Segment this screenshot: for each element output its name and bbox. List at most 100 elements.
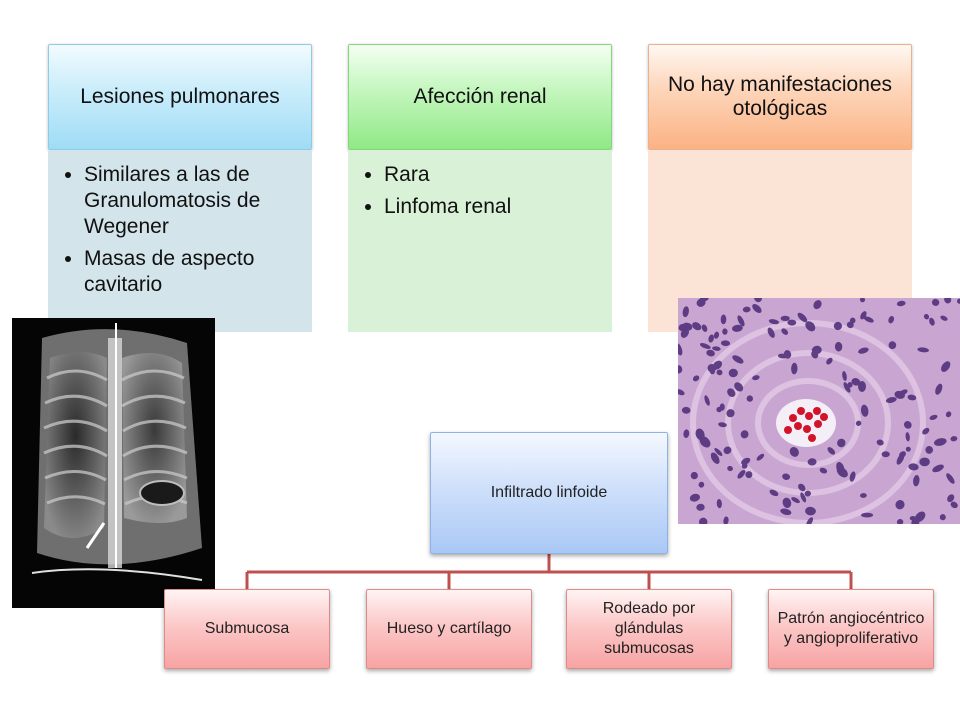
lung-lesions-list: Similares a las de Granulomatosis de Weg… [64,162,298,298]
nucleus [950,501,958,509]
nucleus [905,432,910,442]
nucleus [908,463,919,471]
nucleus [797,312,808,323]
nucleus [782,497,792,509]
nucleus [726,409,735,418]
nucleus [944,298,952,304]
angiocentric-pattern-box: Patrón angiocéntrico y angioproliferativ… [768,589,934,669]
nucleus [706,349,715,357]
nucleus [811,345,822,355]
nucleus [789,446,799,457]
nucleus [946,473,955,484]
nucleus [756,453,765,461]
nucleus [714,448,723,456]
root-label: Infiltrado linfoide [490,484,608,501]
nucleus [716,369,723,376]
nucleus [837,438,846,448]
nucleus [827,447,836,455]
nucleus [833,321,842,331]
nucleus [737,315,745,327]
nucleus [701,324,708,332]
nucleus [807,458,817,466]
nucleus [767,327,775,338]
histology-image [678,298,960,524]
nucleus [780,315,790,321]
nucleus [846,321,854,329]
nucleus [860,493,867,498]
lymphoid-infiltrate-box: Infiltrado linfoide [430,432,668,554]
list-item: Similares a las de Granulomatosis de Weg… [84,162,298,240]
lung-lesions-header: Lesiones pulmonares [48,44,312,150]
nucleus [678,365,683,374]
nucleus [804,490,811,497]
nucleus [888,316,895,324]
nucleus [836,462,845,474]
otologic-header: No hay manifestaciones otológicas [648,44,912,150]
nucleus [861,512,874,518]
renal-involvement-title: Afección renal [413,85,547,108]
nucleus [769,489,779,497]
nucleus [782,473,791,480]
list-item: Linfoma renal [384,194,598,220]
nucleus [713,331,720,339]
nucleus [699,436,711,448]
nucleus [678,389,685,396]
nucleus [907,394,917,401]
nucleus [740,430,749,439]
nucleus [913,475,920,487]
nucleus [805,321,816,332]
nucleus [742,306,751,313]
child-label: Rodeado por glándulas submucosas [602,600,696,657]
chest-xray-image [12,318,215,608]
nucleus [689,493,701,502]
list-item: Masas de aspecto cavitario [84,246,298,298]
nucleus [791,497,800,504]
renal-involvement-body: Rara Linfoma renal [348,150,612,332]
child-label: Hueso y cartílago [386,620,512,637]
lung-lesions-title: Lesiones pulmonares [80,85,280,108]
nucleus [678,343,683,356]
nucleus [806,517,814,524]
nucleus [752,304,762,313]
submucosa-box: Submucosa [164,589,330,669]
nucleus [931,298,940,306]
nucleus [723,516,729,524]
nucleus [732,324,743,332]
nucleus [712,360,723,370]
nucleus [899,451,906,458]
nucleus [855,420,862,426]
otologic-title: No hay manifestaciones otológicas [667,73,893,120]
nucleus [722,328,728,335]
red-blood-cells [784,407,828,442]
nucleus [905,446,911,452]
nucleus [698,517,708,524]
nucleus [896,300,906,307]
nucleus [698,481,705,488]
nucleus [678,323,686,331]
nucleus [781,328,789,335]
nucleus [826,357,833,365]
nucleus [849,471,856,482]
nucleus [752,375,760,381]
nucleus [737,469,746,479]
nucleus [819,467,828,474]
nucleus [929,414,938,420]
nucleus [858,347,869,354]
nucleus [834,341,843,352]
nucleus [723,446,732,455]
nucleus [917,347,929,353]
nucleus [708,334,715,343]
bone-cartilage-box: Hueso y cartílago [366,589,532,669]
nucleus [780,508,792,516]
nucleus [727,388,736,398]
submucosal-glands-box: Rodeado por glándulas submucosas [566,589,732,669]
nucleus [939,514,946,521]
child-label: Patrón angiocéntrico y angioproliferativ… [777,610,925,647]
nucleus [719,403,725,411]
nucleus [727,465,733,472]
renal-involvement-header: Afección renal [348,44,612,150]
nucleus [681,406,691,414]
nucleus [947,494,955,503]
nucleus [842,371,847,381]
